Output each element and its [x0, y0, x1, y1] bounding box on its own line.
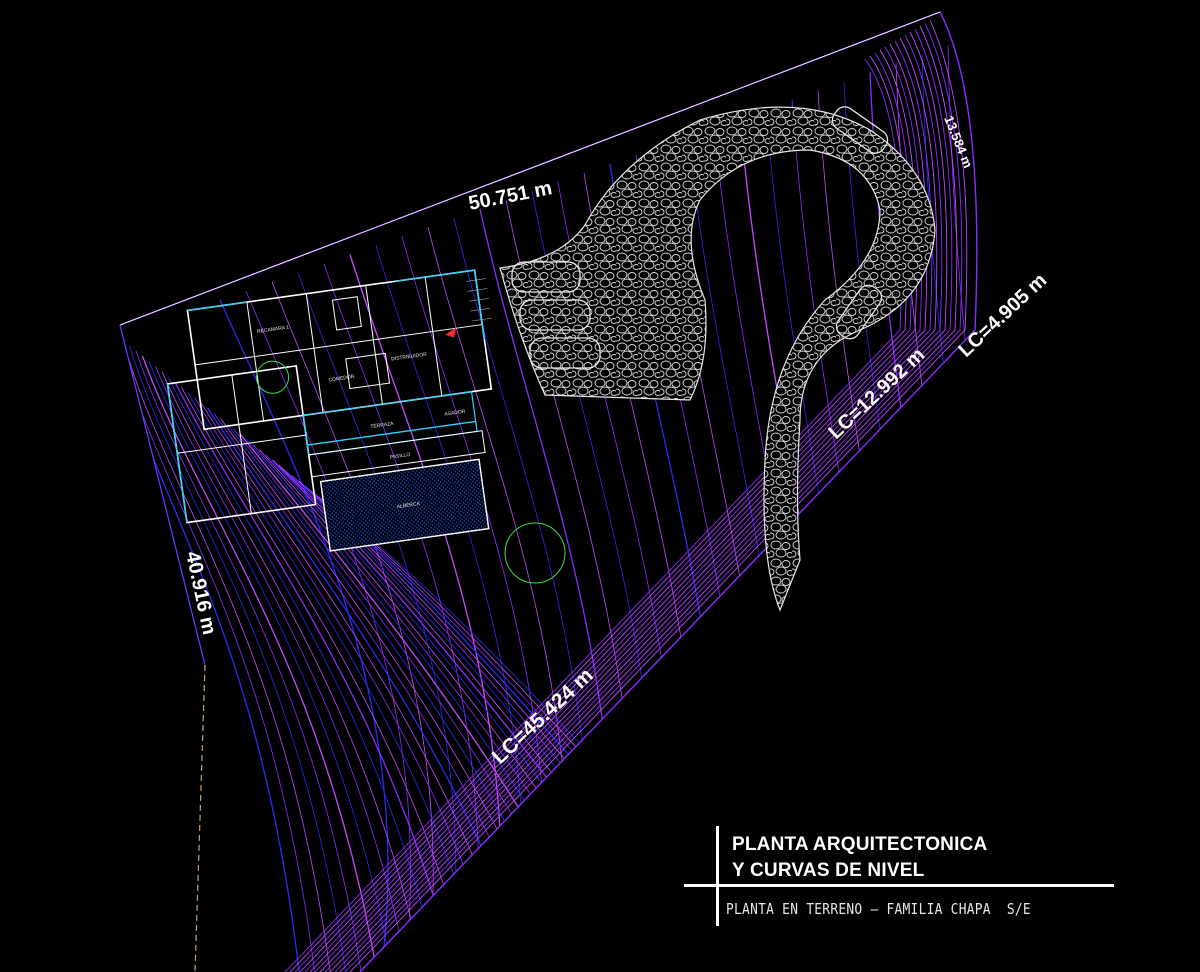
- contour-line: [304, 46, 923, 972]
- lot-boundary-west: [194, 664, 206, 972]
- dim-top-edge: 50.751 m: [467, 177, 554, 215]
- contour-lines: [120, 12, 977, 972]
- contour-line: [314, 40, 933, 972]
- contour-line: [329, 31, 948, 972]
- lot-boundary-northwest: [119, 324, 206, 666]
- label-comedor: COMEDOR: [328, 374, 355, 384]
- contour-line: [122, 281, 434, 972]
- contour-line: [334, 28, 953, 972]
- label-alberca: ALBERCA: [396, 501, 421, 510]
- contour-line: [339, 25, 958, 972]
- dim-top-right-edge: 13.584 m: [941, 114, 975, 171]
- label-terraza: TERRAZA: [370, 421, 395, 430]
- label-pasillo: PASILLO: [389, 452, 410, 461]
- tree-canopy: [504, 522, 566, 584]
- contour-line: [344, 22, 963, 972]
- driveway: [499, 106, 936, 612]
- contour-line: [324, 34, 943, 972]
- contour-line: [299, 49, 918, 972]
- parked-cars: [511, 106, 889, 369]
- contour-line: [309, 43, 928, 972]
- label-asador: ASADOR: [444, 409, 466, 418]
- contour-line: [319, 37, 938, 972]
- lot-boundary-north: [119, 11, 941, 326]
- label-distribuidor: DISTRIBUIDOR: [391, 352, 428, 363]
- label-recamara: RECAMARA 1: [257, 324, 290, 334]
- contour-line: [129, 272, 457, 972]
- contour-line: [120, 299, 389, 972]
- contour-line: [349, 19, 968, 972]
- house-plan: TERRAZA ALBERCA COMEDOR RECAMARA 1 DISTR…: [166, 269, 493, 552]
- lot-boundary: [119, 11, 978, 972]
- north-arrow: [445, 327, 457, 338]
- dim-right-curve-outer: LC=4.905 m: [954, 269, 1051, 361]
